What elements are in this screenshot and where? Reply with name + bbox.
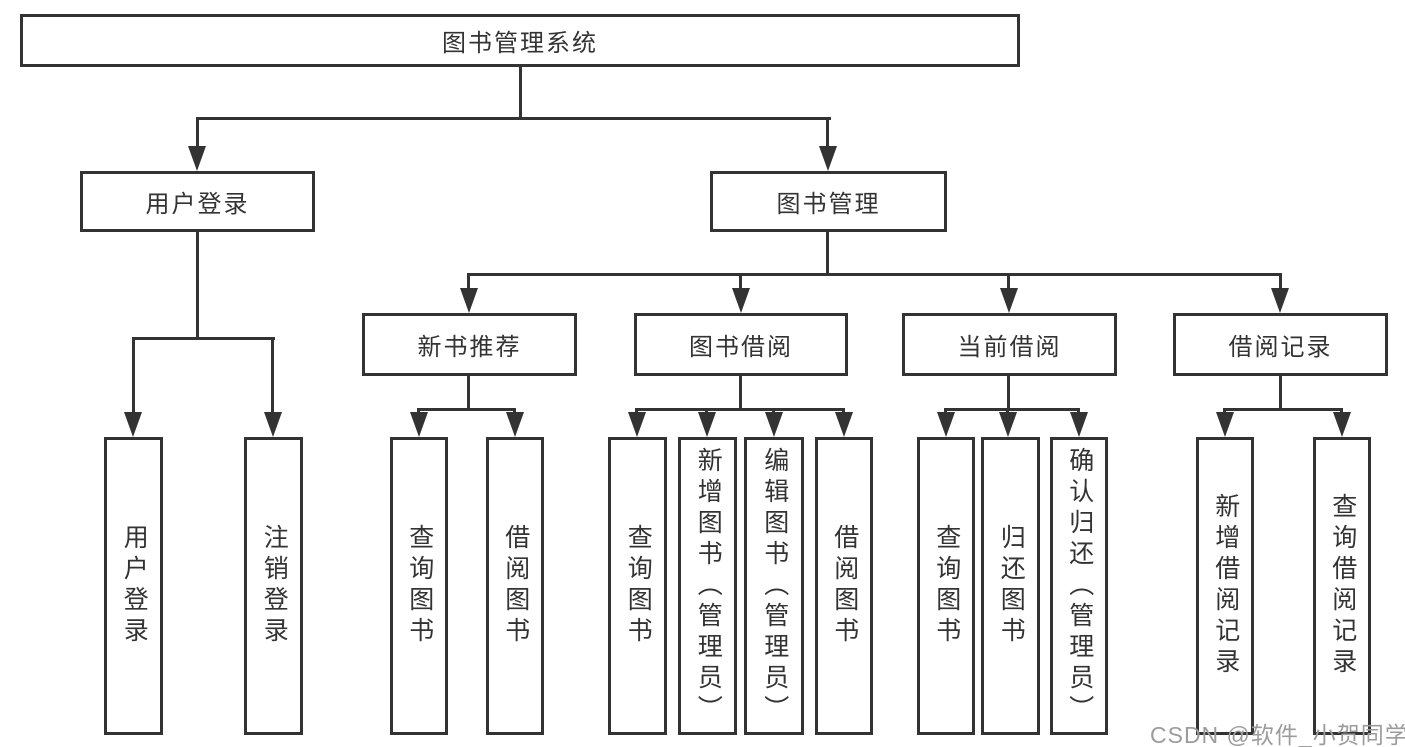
- leaf-label: 新增借阅记录: [1211, 493, 1240, 679]
- connector-v: [271, 337, 274, 415]
- connector-h: [417, 408, 516, 411]
- arrow-down-icon: [410, 412, 428, 437]
- leaf-query-books-recommend: 查询图书: [390, 437, 448, 735]
- leaf-label: 确认归还（管理员）: [1065, 446, 1094, 726]
- connector-v: [196, 117, 199, 150]
- leaf-edit-books-admin: 编辑图书（管理员）: [744, 437, 804, 735]
- arrow-down-icon: [1271, 288, 1289, 313]
- arrow-down-icon: [124, 412, 142, 437]
- leaf-query-books-borrow: 查询图书: [608, 437, 667, 735]
- leaf-query-borrow-record: 查询借阅记录: [1313, 437, 1371, 735]
- connector-v: [1007, 273, 1010, 291]
- node-root: 图书管理系统: [20, 14, 1020, 67]
- leaf-borrow-books: 借阅图书: [815, 437, 873, 735]
- leaf-label: 新增图书（管理员）: [694, 446, 723, 726]
- arrow-down-icon: [1333, 412, 1351, 437]
- connector-v: [739, 376, 742, 408]
- leaf-label: 查询图书: [932, 524, 961, 648]
- connector-v: [132, 337, 135, 415]
- leaf-label: 查询图书: [624, 524, 653, 648]
- arrow-down-icon: [765, 412, 783, 437]
- connector-h: [467, 273, 1282, 276]
- node-new-book-recommend: 新书推荐: [362, 313, 577, 376]
- connector-h: [635, 408, 845, 411]
- leaf-add-books-admin: 新增图书（管理员）: [678, 437, 737, 735]
- leaf-query-books-current: 查询图书: [917, 437, 975, 735]
- arrow-down-icon: [835, 412, 853, 437]
- connector-v: [739, 273, 742, 291]
- arrow-down-icon: [188, 146, 206, 171]
- leaf-add-borrow-record: 新增借阅记录: [1196, 437, 1254, 735]
- leaf-label: 查询图书: [405, 524, 434, 648]
- leaf-label: 查询借阅记录: [1328, 493, 1357, 679]
- arrow-down-icon: [628, 412, 646, 437]
- node-book-borrow: 图书借阅: [634, 313, 848, 376]
- arrow-down-icon: [1216, 412, 1234, 437]
- connector-v: [519, 67, 522, 117]
- arrow-down-icon: [732, 288, 750, 313]
- arrow-down-icon: [1000, 288, 1018, 313]
- connector-h: [1223, 408, 1343, 411]
- leaf-label: 注销登录: [260, 524, 289, 648]
- leaf-label: 用户登录: [120, 524, 149, 648]
- leaf-label: 借阅图书: [501, 524, 530, 648]
- connector-v: [467, 273, 470, 291]
- connector-v: [826, 117, 829, 150]
- arrow-down-icon: [1070, 412, 1088, 437]
- arrow-down-icon: [264, 412, 282, 437]
- connector-v: [1007, 376, 1010, 408]
- arrow-down-icon: [819, 146, 837, 171]
- arrow-down-icon: [937, 412, 955, 437]
- leaf-logout: 注销登录: [244, 437, 303, 735]
- connector-v: [196, 232, 199, 337]
- connector-v: [467, 376, 470, 408]
- leaf-confirm-return-admin: 确认归还（管理员）: [1050, 437, 1108, 735]
- leaf-user-login: 用户登录: [104, 437, 163, 735]
- connector-h: [132, 337, 275, 340]
- arrow-down-icon: [999, 412, 1017, 437]
- csdn-watermark: CSDN @软件_小贺同学: [1150, 722, 1405, 747]
- arrow-down-icon: [460, 288, 478, 313]
- connector-h: [196, 117, 831, 120]
- leaf-label: 借阅图书: [830, 524, 859, 648]
- node-borrow-records: 借阅记录: [1173, 313, 1388, 376]
- node-user-login: 用户登录: [80, 171, 315, 232]
- connector-v: [1279, 376, 1282, 408]
- arrow-down-icon: [506, 412, 524, 437]
- node-current-borrow: 当前借阅: [902, 313, 1117, 376]
- leaf-return-books: 归还图书: [981, 437, 1040, 735]
- leaf-label: 编辑图书（管理员）: [760, 446, 789, 726]
- connector-h: [944, 408, 1080, 411]
- leaf-label: 归还图书: [997, 524, 1026, 648]
- arrow-down-icon: [698, 412, 716, 437]
- node-book-management: 图书管理: [710, 171, 947, 232]
- connector-v: [826, 232, 829, 273]
- leaf-borrow-books-recommend: 借阅图书: [486, 437, 544, 735]
- connector-v: [1279, 273, 1282, 291]
